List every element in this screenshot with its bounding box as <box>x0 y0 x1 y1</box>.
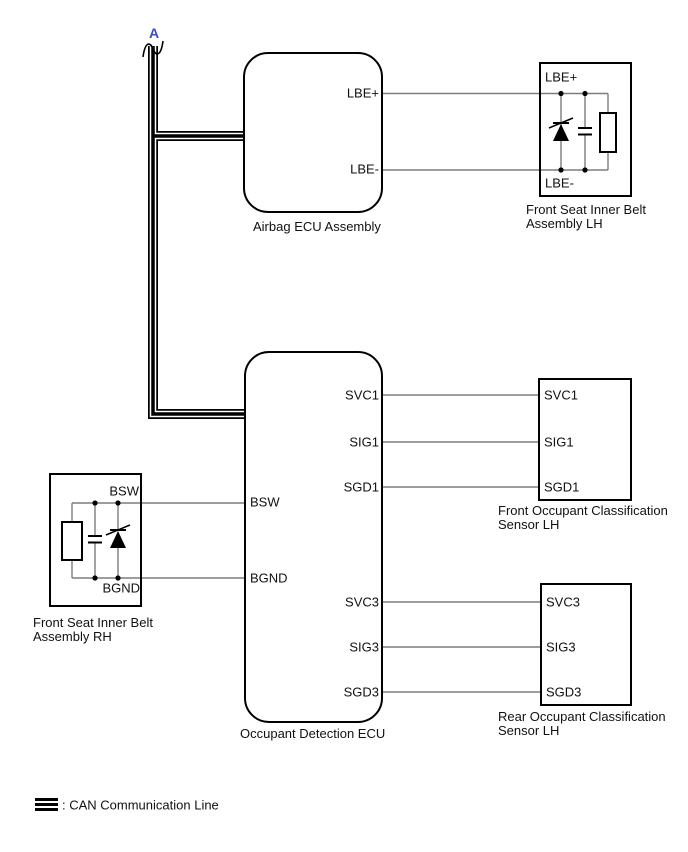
front-occupant-sensor-box <box>538 378 632 501</box>
rear-sensor-caption: Rear Occupant Classification Sensor LH <box>498 709 666 738</box>
resistor-symbol-lh <box>599 112 617 153</box>
resistor-symbol-rh <box>61 521 83 561</box>
rh-belt-pin-bsw: BSW <box>109 483 139 499</box>
legend-label: : CAN Communication Line <box>62 797 219 813</box>
rh-belt-caption: Front Seat Inner Belt Assembly RH <box>33 615 153 644</box>
ecu-pin-sgd1: SGD1 <box>343 479 379 495</box>
ecu-pin-svc1: SVC1 <box>345 387 379 403</box>
lh-belt-pin-lbe-plus: LBE+ <box>545 69 578 85</box>
rh-belt-assembly-box <box>49 473 142 607</box>
can-communication-line <box>148 46 244 419</box>
ecu-pin-bsw: BSW <box>250 494 280 510</box>
front-sensor-pin-sgd1: SGD1 <box>544 479 580 495</box>
connector-a-label: A <box>148 25 160 41</box>
airbag-ecu-caption: Airbag ECU Assembly <box>253 219 381 234</box>
zener-diode-symbol-lh <box>548 117 574 141</box>
lh-belt-assembly-box <box>539 62 632 197</box>
zener-diode-symbol-rh <box>105 524 131 548</box>
rear-sensor-pin-sgd3: SGD3 <box>546 684 582 700</box>
ecu-pin-sig3: SIG3 <box>349 639 379 655</box>
ecu-pin-sig1: SIG1 <box>349 434 379 450</box>
rear-sensor-pin-sig3: SIG3 <box>546 639 576 655</box>
can-line-symbol <box>35 798 58 811</box>
signal-wires <box>71 92 609 693</box>
ecu-pin-bgnd: BGND <box>250 570 288 586</box>
front-sensor-pin-svc1: SVC1 <box>544 387 578 403</box>
occupant-ecu-caption: Occupant Detection ECU <box>240 726 386 741</box>
rear-sensor-pin-svc3: SVC3 <box>546 594 580 610</box>
lh-belt-pin-lbe-minus: LBE- <box>545 175 574 191</box>
rear-occupant-sensor-box <box>540 583 632 706</box>
airbag-ecu-pin-lbe-plus: LBE+ <box>346 85 379 101</box>
capacitor-symbol-lh <box>578 127 592 136</box>
airbag-ecu-box <box>243 52 383 213</box>
occupant-detection-ecu-box <box>244 351 383 723</box>
rh-belt-pin-bgnd: BGND <box>102 580 140 596</box>
front-sensor-pin-sig1: SIG1 <box>544 434 574 450</box>
ecu-pin-svc3: SVC3 <box>345 594 379 610</box>
capacitor-symbol-rh <box>88 535 102 544</box>
airbag-ecu-pin-lbe-minus: LBE- <box>350 161 379 177</box>
line-break-icon <box>142 40 164 58</box>
ecu-pin-sgd3: SGD3 <box>343 684 379 700</box>
junction-dots <box>92 90 588 581</box>
lh-belt-caption: Front Seat Inner Belt Assembly LH <box>526 202 646 231</box>
front-sensor-caption: Front Occupant Classification Sensor LH <box>498 503 668 532</box>
